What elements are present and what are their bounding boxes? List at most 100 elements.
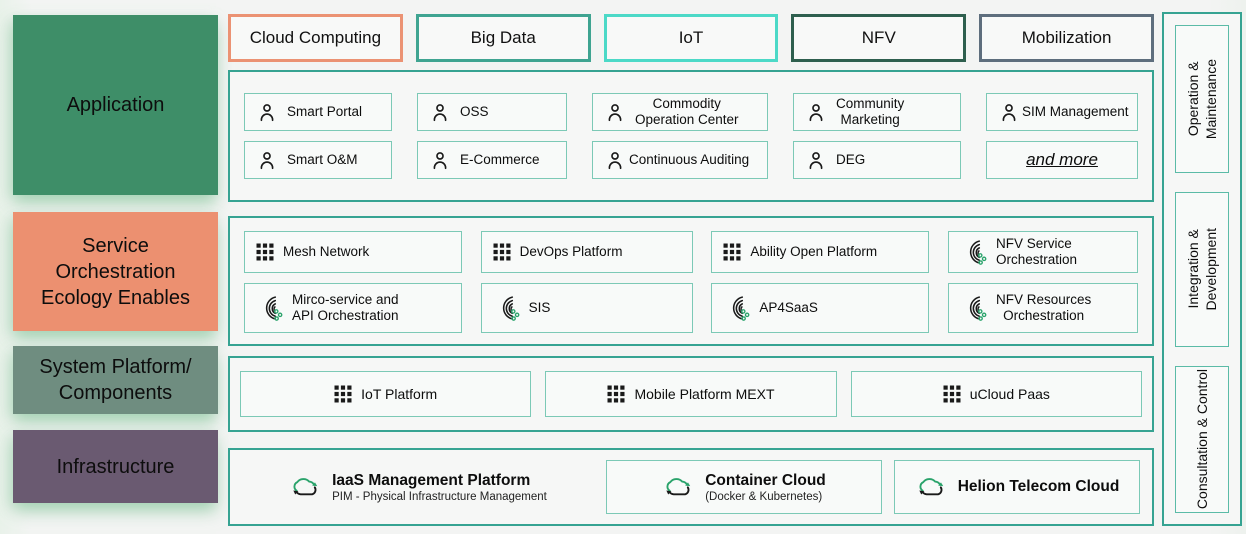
- svc-box-mesh-network: Mesh Network: [244, 231, 462, 273]
- sys-box-label: uCloud Paas: [969, 385, 1050, 402]
- orchestration-icon: [256, 295, 283, 322]
- pill-label: NFV: [861, 28, 896, 47]
- svc-box-label: NFV Service Orchestration: [995, 235, 1078, 267]
- app-box-e-commerce: E-Commerce: [417, 141, 567, 179]
- svc-box-devops-platform: DevOps Platform: [480, 231, 693, 273]
- pill-label: IoT: [678, 28, 704, 47]
- pill-mobilization: Mobilization: [979, 14, 1154, 62]
- sys-box-ucloud-paas: uCloud Paas: [850, 371, 1142, 417]
- orchestration-icon: [960, 239, 987, 266]
- person-icon: [256, 149, 278, 171]
- svc-box-label: SIS: [528, 299, 551, 315]
- sidebar-box-label: Integration & Development: [1184, 228, 1219, 311]
- infra-box-container-cloud: Container Cloud (Docker & Kubernetes): [606, 460, 882, 514]
- layer-label-application: Application: [13, 15, 218, 195]
- pill-nfv: NFV: [791, 14, 967, 62]
- lifecycle-sidebar: Operation & Maintenance Integration & De…: [1162, 12, 1242, 526]
- grid-icon: [493, 243, 511, 261]
- app-box-smart-om: Smart O&M: [244, 141, 392, 179]
- app-box-deg: DEG: [793, 141, 961, 179]
- domain-pill-row: Cloud Computing Big Data IoT NFV Mobiliz…: [228, 14, 1154, 62]
- person-icon: [429, 101, 451, 123]
- sidebar-box-consultation-control: Consultation & Control: [1175, 366, 1229, 513]
- pill-iot: IoT: [603, 14, 779, 62]
- person-icon: [604, 101, 626, 123]
- svc-box-nfv-resources-orchestration: NFV Resources Orchestration: [947, 283, 1138, 333]
- app-box-continuous-auditing: Continuous Auditing: [592, 141, 768, 179]
- sys-box-label: Mobile Platform MEXT: [634, 385, 775, 402]
- infra-box-label: Helion Telecom Cloud: [957, 478, 1120, 496]
- layer-label-service-orchestration: Service Orchestration Ecology Enables: [13, 212, 218, 331]
- sidebar-box-operation-maintenance: Operation & Maintenance: [1175, 25, 1229, 173]
- infra-box-helion-telecom-cloud: Helion Telecom Cloud: [894, 460, 1140, 514]
- svc-box-label: Mirco-service and API Orchestration: [292, 291, 399, 323]
- and-more-label: and more: [1026, 149, 1098, 169]
- infra-box-iaas-management-platform: IaaS Management Platform PIM - Physical …: [242, 460, 594, 514]
- svc-box-label: Ability Open Platform: [750, 243, 878, 259]
- grid-icon: [943, 385, 961, 403]
- infra-box-sublabel: PIM - Physical Infrastructure Management: [332, 490, 547, 503]
- svc-box-nfv-service-orchestration: NFV Service Orchestration: [947, 231, 1138, 273]
- pill-big-data: Big Data: [415, 14, 591, 62]
- app-box-label: Commodity Operation Center: [635, 95, 739, 127]
- app-box-sim-management: SIM Management: [986, 93, 1138, 131]
- layer-label-text: Service Orchestration Ecology Enables: [41, 234, 190, 309]
- svc-box-ability-open-platform: Ability Open Platform: [711, 231, 930, 273]
- grid-icon: [334, 385, 352, 403]
- cloud-sync-icon: [289, 474, 321, 501]
- app-box-community-marketing: Community Marketing: [793, 93, 961, 131]
- cloud-sync-icon: [662, 474, 694, 501]
- cloud-sync-icon: [915, 474, 947, 501]
- grid-icon: [607, 385, 625, 403]
- system-platform-container: IoT Platform Mobile Platform MEXT uCloud…: [228, 356, 1154, 432]
- app-box-label: Smart Portal: [287, 103, 363, 119]
- person-icon: [256, 101, 278, 123]
- infra-box-text: Container Cloud (Docker & Kubernetes): [705, 471, 826, 502]
- sidebar-box-integration-development: Integration & Development: [1175, 192, 1229, 347]
- svc-box-label: NFV Resources Orchestration: [995, 291, 1092, 323]
- infra-box-text: IaaS Management Platform PIM - Physical …: [332, 471, 547, 502]
- orchestration-icon: [960, 295, 987, 322]
- service-orchestration-container: Mesh Network DevOps Platform Ability Ope…: [228, 216, 1154, 346]
- person-icon: [429, 149, 451, 171]
- infra-box-label: IaaS Management Platform: [332, 472, 531, 490]
- pill-cloud-computing: Cloud Computing: [228, 14, 403, 62]
- person-icon: [805, 149, 827, 171]
- sidebar-box-label: Consultation & Control: [1193, 369, 1210, 510]
- app-box-label: SIM Management: [1022, 103, 1129, 119]
- svc-box-ap4saas: AP4SaaS: [711, 283, 930, 333]
- svc-box-label: DevOps Platform: [519, 243, 623, 259]
- sys-box-label: IoT Platform: [361, 385, 438, 402]
- layer-label-system-platform: System Platform/ Components: [13, 346, 218, 414]
- infrastructure-container: IaaS Management Platform PIM - Physical …: [228, 448, 1154, 526]
- layer-label-infrastructure: Infrastructure: [13, 430, 218, 503]
- pill-label: Cloud Computing: [249, 28, 382, 47]
- infra-box-label: Container Cloud: [705, 472, 826, 490]
- grid-icon: [723, 243, 741, 261]
- layer-label-text: System Platform/ Components: [39, 356, 192, 404]
- layer-label-text: Application: [66, 94, 165, 116]
- app-box-label: E-Commerce: [460, 151, 540, 167]
- app-box-commodity-operation-center: Commodity Operation Center: [592, 93, 768, 131]
- app-box-label: DEG: [836, 151, 866, 167]
- person-icon: [604, 149, 626, 171]
- app-box-oss: OSS: [417, 93, 567, 131]
- svc-box-label: Mesh Network: [283, 243, 370, 259]
- person-icon: [998, 101, 1020, 123]
- application-container: Smart Portal OSS Commodity Operation Cen…: [228, 70, 1154, 202]
- app-box-label: Community Marketing: [836, 95, 905, 127]
- person-icon: [805, 101, 827, 123]
- layer-label-text: Infrastructure: [56, 455, 175, 478]
- app-box-and-more: and more: [986, 141, 1138, 179]
- app-box-label: Smart O&M: [287, 151, 358, 167]
- orchestration-icon: [723, 295, 750, 322]
- svc-box-label: AP4SaaS: [759, 299, 818, 315]
- pill-label: Big Data: [470, 28, 536, 47]
- grid-icon: [256, 243, 274, 261]
- app-box-smart-portal: Smart Portal: [244, 93, 392, 131]
- sys-box-iot-platform: IoT Platform: [240, 371, 532, 417]
- app-box-label: OSS: [460, 103, 489, 119]
- svc-box-sis: SIS: [480, 283, 693, 333]
- infra-box-sublabel: (Docker & Kubernetes): [705, 490, 823, 503]
